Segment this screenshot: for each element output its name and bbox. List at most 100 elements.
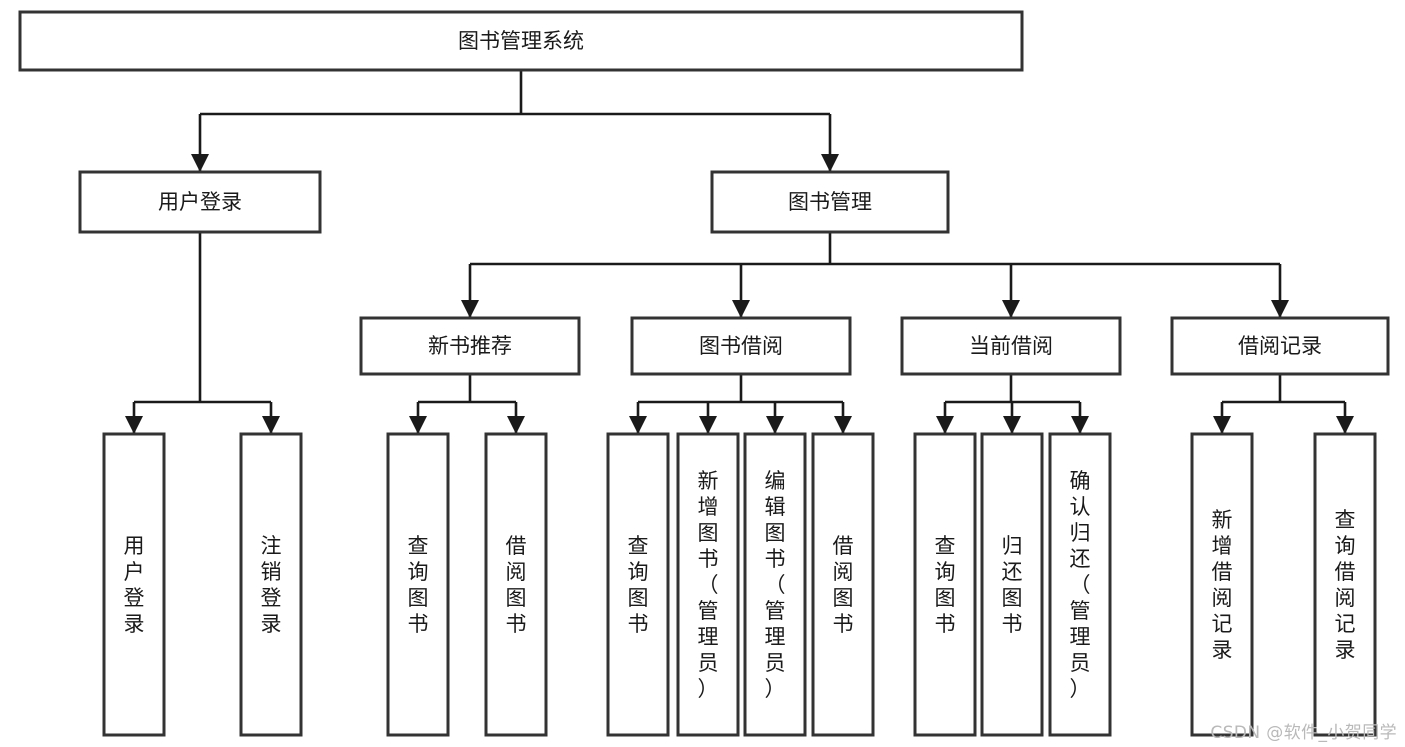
node-box-leaf-logout	[239, 432, 303, 737]
node-box-borrow-record	[1170, 316, 1390, 376]
node-label-book-borrow: 图书借阅	[699, 334, 783, 358]
arrow-head-to-leaves-borrow-record-0	[1213, 416, 1231, 434]
node-label-leaf-return-book-char-1: 还	[1002, 560, 1023, 584]
node-box-leaf-return-book	[980, 432, 1044, 737]
node-label-leaf-add-book-admin-char-5: 管	[698, 599, 719, 623]
node-label-leaf-add-book-admin-char-8: ）	[698, 677, 719, 701]
node-label-leaf-borrow-book-rec-char-1: 阅	[506, 560, 527, 584]
node-new-book-recommend[interactable]: 新书推荐	[359, 316, 581, 376]
node-label-leaf-add-borrow-record-char-4: 记	[1212, 612, 1233, 636]
node-label-leaf-query-book-rec-char-0: 查	[408, 534, 429, 558]
arrow-head-to-leaves-book-borrow-0	[629, 416, 647, 434]
node-label-leaf-edit-book-admin-char-2: 图	[765, 521, 786, 545]
node-label-leaf-query-book-cur-char-0: 查	[935, 534, 956, 558]
arrow-head-to-leaves-book-borrow-3	[834, 416, 852, 434]
node-box-leaf-edit-book-admin	[743, 432, 807, 737]
node-label-leaf-logout-char-3: 录	[261, 612, 282, 636]
node-label-leaf-confirm-return-admin-char-6: 理	[1070, 625, 1091, 649]
node-label-leaf-confirm-return-admin-char-4: （	[1070, 573, 1091, 597]
node-box-leaf-query-book-rec	[386, 432, 450, 737]
node-root[interactable]: 图书管理系统	[18, 10, 1024, 72]
node-label-leaf-edit-book-admin-char-4: （	[765, 573, 786, 597]
connector-edges-layer	[125, 70, 1354, 434]
csdn-watermark: CSDN @软件_小贺同学	[1210, 723, 1397, 743]
node-label-current-borrow: 当前借阅	[969, 334, 1053, 358]
node-label-leaf-add-book-admin-char-0: 新	[698, 469, 719, 493]
arrow-head-to-leaves-user-login-1	[262, 416, 280, 434]
node-label-leaf-query-borrow-record-char-1: 询	[1335, 534, 1356, 558]
node-leaf-user-login[interactable]: 用户登录	[102, 432, 166, 737]
arrow-head-bookmanage-to-level2-2	[1002, 300, 1020, 318]
node-label-leaf-query-book-rec-char-1: 询	[408, 560, 429, 584]
node-box-user-login	[78, 170, 322, 234]
node-label-leaf-confirm-return-admin-char-1: 认	[1070, 495, 1091, 519]
node-label-leaf-borrow-book-rec-char-2: 图	[506, 586, 527, 610]
node-label-leaf-confirm-return-admin-char-3: 还	[1070, 547, 1091, 571]
node-borrow-record[interactable]: 借阅记录	[1170, 316, 1390, 376]
node-label-leaf-user-login-char-2: 登	[124, 586, 145, 610]
node-current-borrow[interactable]: 当前借阅	[900, 316, 1122, 376]
arrow-head-to-leaves-current-borrow-2	[1071, 416, 1089, 434]
arrow-head-to-leaves-borrow-record-1	[1336, 416, 1354, 434]
node-label-leaf-edit-book-admin-char-0: 编	[765, 469, 786, 493]
node-label-leaf-logout-char-2: 登	[261, 586, 282, 610]
arrow-head-to-leaves-book-borrow-1	[699, 416, 717, 434]
node-label-leaf-confirm-return-admin-char-2: 归	[1070, 521, 1091, 545]
node-label-leaf-query-book-rec-char-3: 书	[408, 612, 429, 636]
node-label-leaf-borrow-book-char-3: 书	[833, 612, 854, 636]
node-box-leaf-borrow-book-rec	[484, 432, 548, 737]
node-book-borrow[interactable]: 图书借阅	[630, 316, 852, 376]
node-label-leaf-add-book-admin-char-4: （	[698, 573, 719, 597]
node-label-leaf-add-borrow-record-char-3: 阅	[1212, 586, 1233, 610]
node-box-leaf-query-book-borrow	[606, 432, 670, 737]
node-label-leaf-edit-book-admin-char-5: 管	[765, 599, 786, 623]
node-label-leaf-return-book-char-2: 图	[1002, 586, 1023, 610]
node-user-login[interactable]: 用户登录	[78, 170, 322, 234]
node-box-root	[18, 10, 1024, 72]
node-label-leaf-add-book-admin-char-2: 图	[698, 521, 719, 545]
node-label-book-manage: 图书管理	[788, 190, 872, 214]
node-box-leaf-add-borrow-record	[1190, 432, 1254, 737]
node-label-leaf-add-book-admin-char-3: 书	[698, 547, 719, 571]
node-label-leaf-add-borrow-record-char-0: 新	[1212, 508, 1233, 532]
node-box-book-borrow	[630, 316, 852, 376]
arrow-head-to-leaves-current-borrow-1	[1003, 416, 1021, 434]
node-label-leaf-query-borrow-record-char-3: 阅	[1335, 586, 1356, 610]
node-label-leaf-user-login-char-3: 录	[124, 612, 145, 636]
node-label-leaf-edit-book-admin-char-3: 书	[765, 547, 786, 571]
node-label-leaf-add-borrow-record-char-1: 增	[1212, 534, 1233, 558]
node-book-manage[interactable]: 图书管理	[710, 170, 950, 234]
node-label-leaf-edit-book-admin-char-8: ）	[765, 677, 786, 701]
node-box-new-book-recommend	[359, 316, 581, 376]
node-label-leaf-confirm-return-admin-char-8: ）	[1070, 677, 1091, 701]
node-label-leaf-query-book-borrow-char-2: 图	[628, 586, 649, 610]
arrow-head-to-leaves-user-login-0	[125, 416, 143, 434]
node-label-leaf-add-book-admin-char-7: 员	[698, 651, 719, 675]
node-label-user-login: 用户登录	[158, 190, 242, 214]
arrow-head-to-leaves-new-book-recommend-1	[507, 416, 525, 434]
node-label-leaf-query-borrow-record-char-4: 记	[1335, 612, 1356, 636]
node-label-leaf-return-book-char-3: 书	[1002, 612, 1023, 636]
node-boxes-layer: 图书管理系统用户登录图书管理新书推荐图书借阅当前借阅借阅记录用户登录注销登录查询…	[18, 10, 1390, 737]
node-box-leaf-query-book-cur	[913, 432, 977, 737]
node-label-leaf-query-borrow-record-char-5: 录	[1335, 638, 1356, 662]
node-label-leaf-add-borrow-record-char-5: 录	[1212, 638, 1233, 662]
node-label-leaf-user-login-char-0: 用	[124, 534, 145, 558]
node-box-book-manage	[710, 170, 950, 234]
node-label-leaf-query-book-rec-char-2: 图	[408, 586, 429, 610]
node-box-leaf-borrow-book	[811, 432, 875, 737]
arrow-head-to-leaves-new-book-recommend-0	[409, 416, 427, 434]
